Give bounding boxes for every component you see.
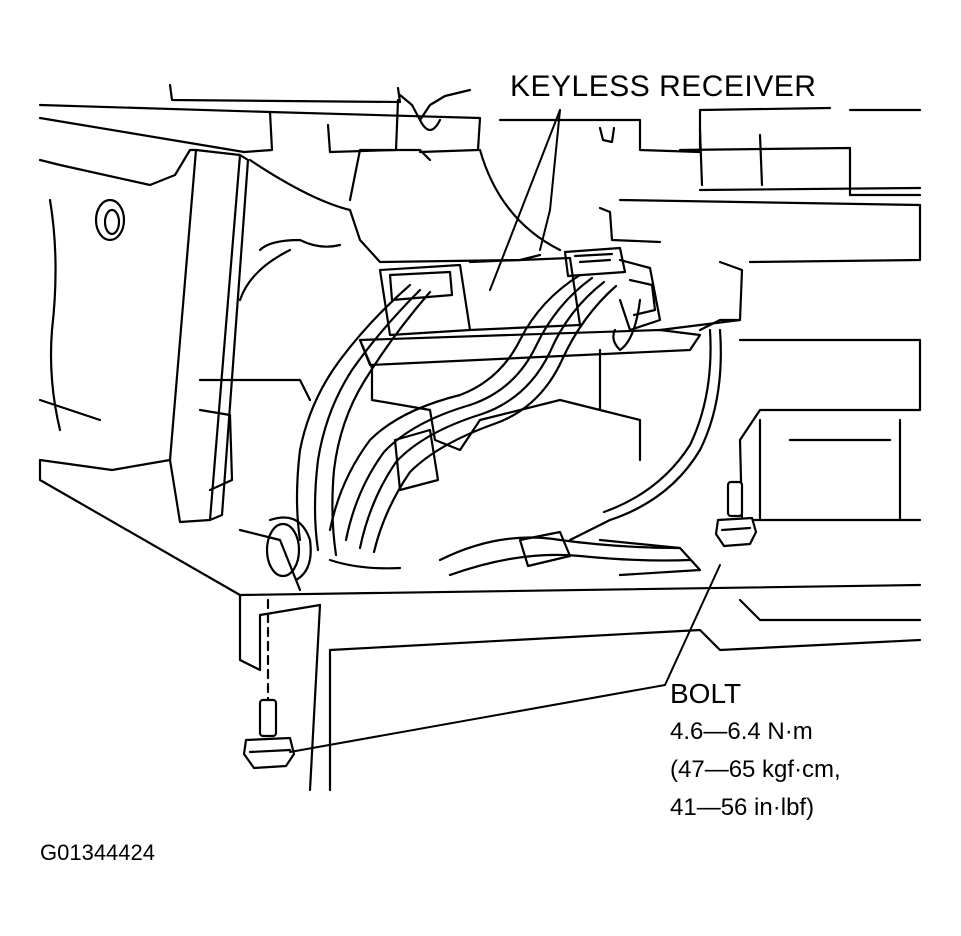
- left-support-bracket: [38, 148, 250, 524]
- torque-spec-inlbf: 41—56 in·lbf): [670, 794, 815, 821]
- upper-dash-structure: [38, 83, 922, 264]
- torque-spec-nm: 4.6—6.4 N·m: [670, 718, 813, 745]
- center-panel: [198, 148, 562, 492]
- figure-id: G01344424: [40, 840, 155, 865]
- lower-bolt-icon: [242, 698, 296, 770]
- keyless-receiver-label: KEYLESS RECEIVER: [510, 70, 817, 103]
- wire-harness: [238, 273, 722, 592]
- keyless-receiver-module: [358, 246, 744, 492]
- bolt-label: BOLT: [670, 678, 742, 709]
- torque-spec-kgfcm: (47—65 kgf·cm,: [670, 756, 841, 783]
- upper-bolt-icon: [714, 480, 758, 548]
- lower-panel: [38, 338, 922, 792]
- leader-lines: [289, 109, 721, 753]
